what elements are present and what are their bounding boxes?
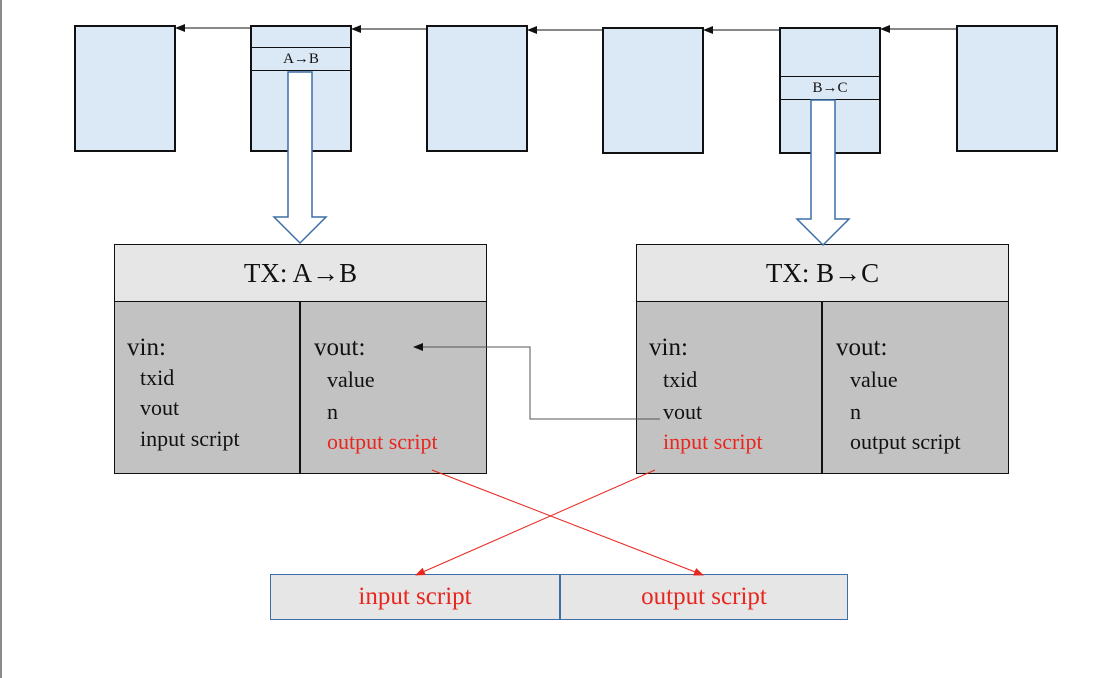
tx-bc-vin-txid: txid [663, 367, 698, 392]
tx-bc-vout-column: vout: value n output script [823, 302, 1008, 473]
vout-reference-connector [413, 343, 660, 420]
tx-ab-vin-txid: txid [140, 365, 175, 390]
tx-bc-vout-value: value [850, 367, 898, 392]
expand-arrow-ab [272, 71, 328, 245]
combined-script-bar: input script output script [270, 574, 848, 620]
tx-ab-vout-n: n [327, 399, 338, 424]
tx-ab-vin-header: vin: [127, 334, 166, 361]
tx-bc-divider [821, 302, 823, 473]
block-1 [74, 25, 176, 152]
tx-ab-vout-output-script: output script [327, 429, 438, 454]
tx-bc-vout-output-script: output script [850, 429, 961, 454]
tx-ab-vout-header: vout: [314, 334, 366, 361]
output-script-to-bar-line [431, 469, 704, 576]
tx-ab-vin-column: vin: txid vout input script [115, 302, 299, 473]
block-4 [602, 27, 704, 154]
script-bar-separator [559, 575, 561, 619]
tx-ab-box: TX: A→B vin: txid vout input script vout… [114, 244, 487, 474]
expand-arrow-bc [795, 99, 851, 247]
tx-bc-box: TX: B→C vin: txid vout input script vout… [636, 244, 1009, 474]
block-tx-ab-strip: A→B [252, 47, 350, 71]
script-bar-output-script: output script [641, 583, 767, 610]
tx-bc-vout-header: vout: [836, 334, 888, 361]
input-script-to-bar-line [415, 469, 656, 576]
tx-bc-vin-column: vin: txid vout input script [637, 302, 821, 473]
tx-bc-vin-vout: vout [663, 399, 703, 424]
tx-ab-vout-column: vout: value n output script [301, 302, 486, 473]
script-bar-input-script: input script [358, 583, 472, 610]
tx-ab-vin-input-script: input script [140, 426, 240, 451]
block-3 [426, 25, 528, 152]
tx-bc-vin-header: vin: [649, 334, 688, 361]
tx-ab-vout-value: value [327, 367, 375, 392]
block-6 [956, 25, 1058, 152]
tx-bc-vin-input-script: input script [663, 429, 763, 454]
tx-bc-title: TX: B→C [637, 245, 1008, 302]
tx-ab-vin-vout: vout [140, 395, 180, 420]
tx-ab-title: TX: A→B [115, 245, 486, 302]
left-edge-line [0, 0, 2, 678]
tx-ab-divider [299, 302, 301, 473]
tx-bc-vout-n: n [850, 399, 861, 424]
